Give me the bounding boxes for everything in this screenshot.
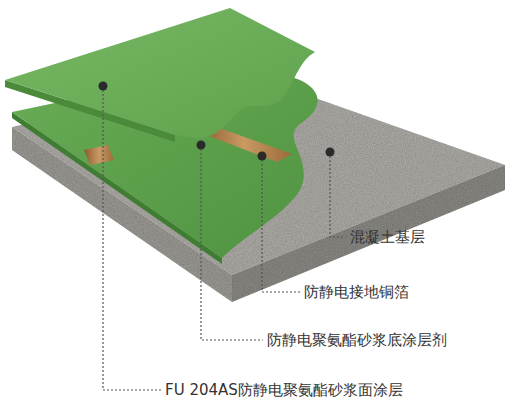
layer-label: 混凝土基层 (350, 227, 425, 247)
top-coat-layer (5, 8, 315, 142)
layer-label: 防静电聚氨酯砂浆底涂层剂 (267, 330, 447, 350)
layer-label: 防静电接地铜箔 (304, 282, 409, 302)
layer-label: FU 204AS防静电聚氨酯砂浆面涂层 (165, 380, 403, 400)
callout-dots (99, 82, 335, 161)
